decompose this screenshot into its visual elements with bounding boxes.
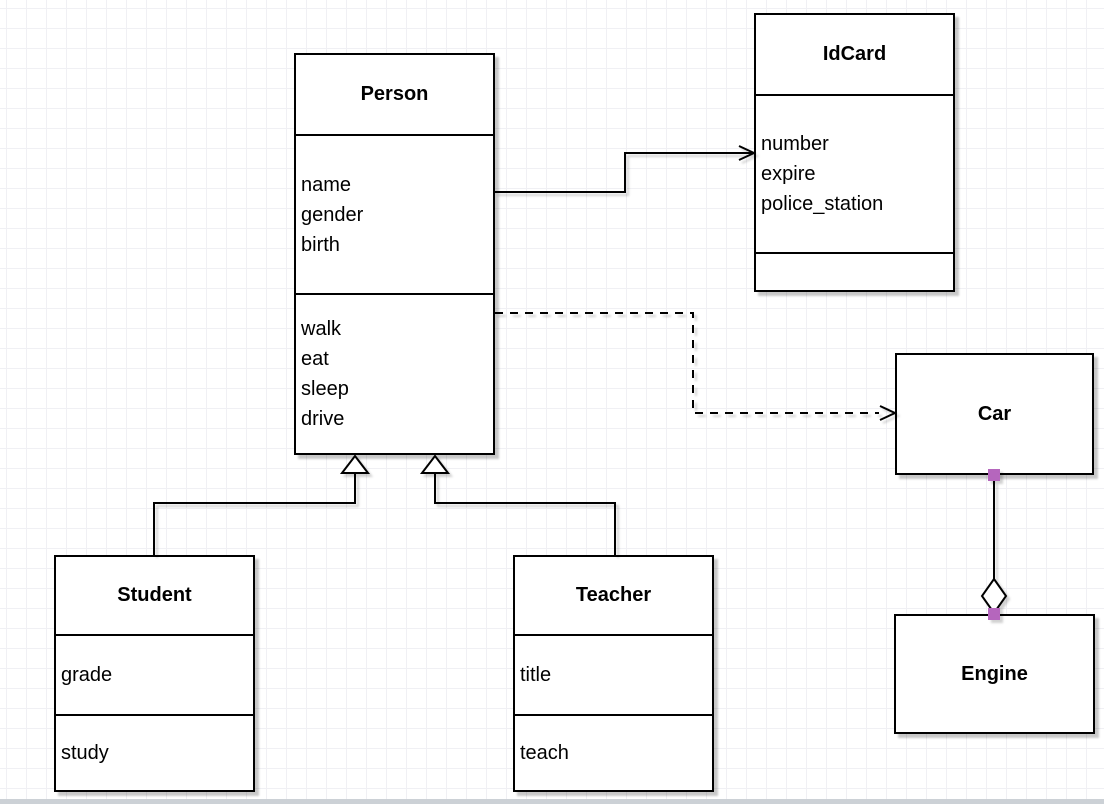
open-arrowhead-icon xyxy=(879,405,898,421)
class-student-title: Student xyxy=(117,584,192,606)
attribute-row: police_station xyxy=(761,193,884,215)
page-edge xyxy=(0,799,1104,804)
method-row: sleep xyxy=(301,378,349,400)
hollow-triangle-icon xyxy=(339,454,371,474)
class-teacher[interactable]: Teacher title teach xyxy=(513,555,714,792)
hollow-diamond-icon xyxy=(980,577,1008,615)
attribute-row: title xyxy=(520,664,552,686)
class-idcard-methods-empty xyxy=(756,252,953,290)
class-student[interactable]: Student grade study xyxy=(54,555,255,792)
edge-car-engine-aggregation[interactable] xyxy=(980,469,1008,620)
method-row: study xyxy=(61,742,109,764)
class-person[interactable]: Person name gender birth walk eat sleep … xyxy=(294,53,495,455)
class-idcard[interactable]: IdCard number expire police_station xyxy=(754,13,955,292)
class-student-methods: study xyxy=(56,714,253,790)
class-teacher-title: Teacher xyxy=(575,584,652,606)
attribute-row: birth xyxy=(301,233,340,256)
attribute-row: grade xyxy=(61,664,113,686)
edge-student-person-generalization[interactable] xyxy=(153,454,371,555)
method-row: teach xyxy=(520,742,569,764)
class-person-attributes: name gender birth xyxy=(296,134,493,293)
edge-person-car-dependency[interactable] xyxy=(495,312,898,421)
class-car[interactable]: Car xyxy=(895,353,1094,475)
method-row: eat xyxy=(301,348,329,370)
attribute-row: number xyxy=(761,133,829,155)
class-teacher-attributes: title xyxy=(515,634,712,714)
method-row: drive xyxy=(301,408,345,430)
method-row: walk xyxy=(301,318,342,340)
attribute-row: gender xyxy=(301,203,364,226)
class-engine-title: Engine xyxy=(961,662,1028,685)
hollow-triangle-icon xyxy=(419,454,451,474)
attribute-row: name xyxy=(301,173,352,196)
class-student-attributes: grade xyxy=(56,634,253,714)
edge-teacher-person-generalization[interactable] xyxy=(419,454,616,555)
class-engine[interactable]: Engine xyxy=(894,614,1095,734)
class-teacher-methods: teach xyxy=(515,714,712,790)
edge-person-idcard-association[interactable] xyxy=(495,145,757,193)
class-idcard-attributes: number expire police_station xyxy=(756,94,953,252)
open-arrowhead-icon xyxy=(738,145,757,161)
class-idcard-title: IdCard xyxy=(822,43,887,65)
class-person-title: Person xyxy=(360,83,429,105)
class-person-methods: walk eat sleep drive xyxy=(296,293,493,453)
attribute-row: expire xyxy=(761,163,816,185)
endpoint-marker[interactable] xyxy=(988,608,1000,620)
endpoint-marker[interactable] xyxy=(988,469,1000,481)
class-car-title: Car xyxy=(977,402,1012,425)
